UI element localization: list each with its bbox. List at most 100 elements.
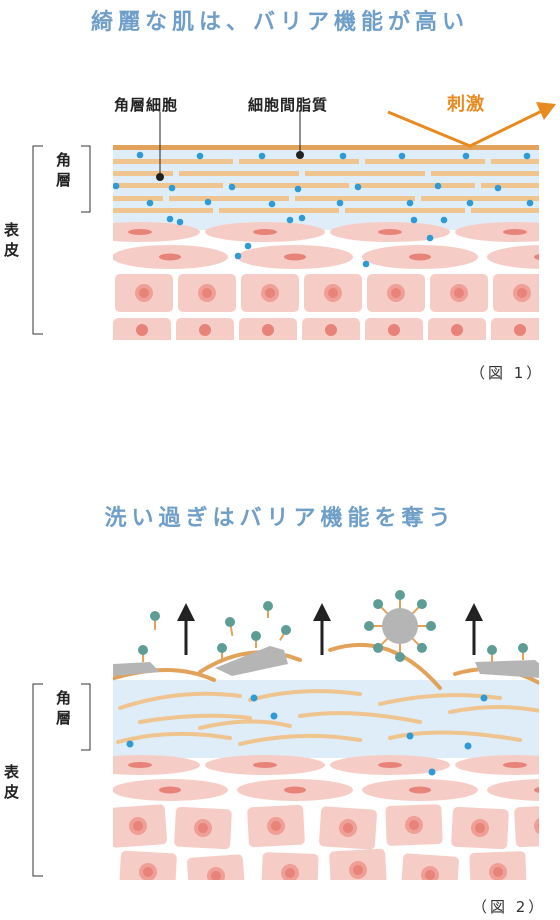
water-dot (298, 214, 306, 222)
water-dot (234, 252, 242, 260)
surface-lipid (198, 650, 302, 674)
water-dot (270, 712, 278, 720)
skewed-cell (174, 806, 232, 850)
water-dot (250, 694, 258, 702)
cell-nucleus (425, 870, 435, 880)
skewed-cell (247, 804, 305, 848)
cell-nucleus (538, 821, 539, 831)
water-dot (398, 152, 406, 160)
lipid-band (481, 183, 539, 188)
skewed-cell (329, 848, 387, 880)
figure1-title: 綺麗な肌は、バリア機能が高い (90, 10, 469, 35)
cell-nucleus (517, 288, 527, 298)
dirt-particle (475, 660, 539, 678)
lipid-band (431, 171, 539, 176)
lipid-fragment (448, 705, 539, 714)
lipid-band (295, 196, 415, 201)
water-dot (146, 199, 154, 207)
surfactant-head (487, 645, 497, 655)
cell-nucleus (199, 324, 211, 336)
water-dot (196, 152, 204, 160)
stratum-bracket (81, 145, 91, 213)
stratum-bracket-2 (81, 683, 91, 751)
flat-cell (113, 222, 200, 242)
cell-nucleus (198, 823, 208, 833)
cell-nucleus (202, 288, 212, 298)
lipid-label: 細胞間脂質 (248, 96, 329, 114)
cell-nucleus (503, 229, 527, 235)
figure2-caption: （図 2） (472, 898, 547, 916)
stratum-corneum-label-2: 角層 (56, 689, 72, 727)
epidermis-cells (113, 222, 539, 340)
epidermis-cells-2 (113, 755, 539, 880)
micelle-head (364, 621, 374, 631)
flat-cell (455, 755, 539, 775)
cell-nucleus (493, 867, 503, 877)
surfactant-head (263, 601, 273, 611)
corneocyte-pointer-dot (156, 173, 164, 181)
cell-nucleus (211, 871, 221, 880)
water-dot (204, 198, 212, 206)
water-dot (362, 260, 370, 268)
cell-nucleus (409, 786, 431, 794)
water-dot (406, 732, 414, 740)
lipid-band (365, 159, 485, 164)
skewed-cell (451, 806, 509, 850)
micelle-head (373, 642, 384, 653)
cell-nucleus (271, 821, 281, 831)
water-dots-2 (126, 694, 488, 776)
cell-nucleus (285, 868, 295, 878)
surfactant-head (518, 643, 528, 653)
surfactant-molecules (138, 590, 528, 662)
surface-debris (113, 642, 539, 690)
cell-nucleus (136, 324, 148, 336)
cell-nucleus (409, 820, 419, 830)
skewed-cell (319, 806, 377, 850)
cell-nucleus (284, 253, 306, 261)
corneocyte-label: 角層細胞 (114, 96, 179, 114)
surfactant-head (251, 631, 261, 641)
cell-nucleus (353, 865, 363, 875)
micelle-head (426, 621, 436, 631)
cell-nucleus (534, 254, 539, 260)
water-dot (268, 200, 276, 208)
cell-nucleus (262, 324, 274, 336)
lipid-band (113, 159, 233, 164)
surfactant-head (138, 645, 148, 655)
water-dot (494, 184, 502, 192)
stimulus-arrowhead (536, 102, 556, 120)
water-dot (464, 742, 472, 750)
water-dots (113, 151, 534, 268)
cell-nucleus (159, 786, 181, 794)
lipid-fragment (298, 711, 422, 724)
cell-nucleus (159, 253, 181, 261)
water-dot (354, 183, 362, 191)
water-dot (406, 199, 414, 207)
surface-lipid (113, 668, 216, 682)
micelle-head (373, 599, 384, 610)
cell-nucleus (454, 288, 464, 298)
water-dot (168, 184, 176, 192)
cell-nucleus (451, 324, 463, 336)
lipid-fragment (138, 713, 252, 724)
water-dot (228, 183, 236, 191)
cell-nucleus (378, 762, 402, 768)
water-dot (113, 182, 120, 190)
loss-arrowhead (313, 603, 331, 621)
cell-nucleus (128, 229, 152, 235)
epidermis-label-1: 表皮 (4, 221, 20, 259)
cell-nucleus-ring (534, 817, 539, 835)
water-dot (244, 242, 252, 250)
flat-cell (487, 245, 539, 269)
micelle-core (382, 608, 418, 644)
cell-nucleus (139, 288, 149, 298)
surfactant-head (150, 611, 160, 621)
figure2-title: 洗い過ぎはバリア機能を奪う (104, 506, 456, 531)
cell-nucleus (378, 229, 402, 235)
lipid-band (355, 183, 475, 188)
lipid-band (179, 171, 299, 176)
micelle-head (416, 599, 427, 610)
epidermis-bracket-2 (32, 683, 43, 877)
lipid-band (219, 208, 339, 213)
